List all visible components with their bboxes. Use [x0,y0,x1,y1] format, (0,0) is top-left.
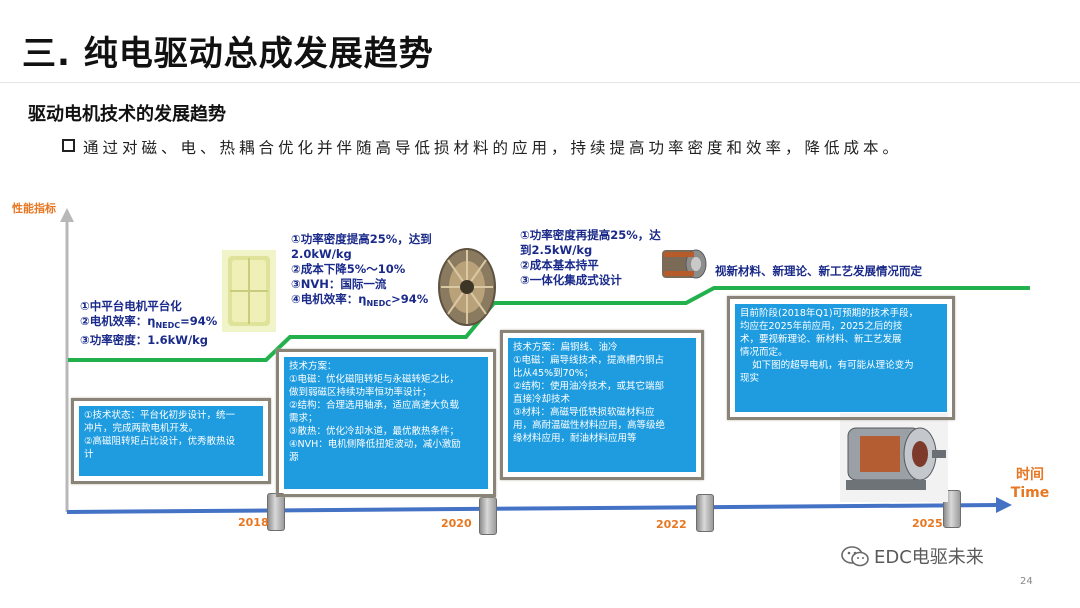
page-title: 三. 纯电驱动总成发展趋势 [22,34,434,74]
stage-2-line: 2.0kW/kg [291,247,352,261]
stage-1-line: ①中平台电机平台化 [80,299,182,313]
panel-line: 缘材料应用，耐油材料应用等 [513,433,637,444]
year-label-2025: 2025 [912,517,943,530]
timeline-node-2020 [479,497,497,535]
stage-4-panel: 目前阶段(2018年Q1)可预期的技术手段， 均应在2025年前应用，2025之… [727,296,955,420]
watermark: EDC电驱未来 [840,543,984,569]
x-axis-label-cn: 时间 [1016,467,1044,483]
stage-3-line: ②成本基本持平 [520,258,599,272]
stage-1-line: ③功率密度：1.6kW/kg [80,333,209,347]
stage-4-text: 视新材料、新理论、新工艺发展情况而定 [715,264,922,278]
stage-1-text: ①中平台电机平台化 ②电机效率：ηNEDC=94% ③功率密度：1.6kW/kg [80,299,217,348]
y-axis-label: 性能指标 [12,202,56,215]
panel-line: 用，高耐温磁性材料应用，高等级绝 [513,420,666,431]
panel-line: 技术方案： [289,361,337,372]
motor-assembly-image [662,249,707,279]
watermark-text: EDC电驱未来 [874,547,984,568]
stage-3-line: ①功率密度再提高25%，达 [520,228,661,242]
x-axis-label: 时间 Time [1000,466,1060,502]
stage-3-panel-body: 技术方案：扁铜线、油冷 ①电磁：扁导线技术，提高槽内铜占 比从45%到70%； … [507,337,697,473]
panel-line: 冲片，完成两款电机开发。 [84,423,199,434]
panel-line: ①电磁：优化磁阻转矩与永磁转矩之比， [289,374,460,385]
motor-rotor-image [438,248,496,326]
panel-line: 计 [84,449,94,460]
panel-line: 情况而定。 [740,347,788,358]
bullet-point: 通过对磁、电、热耦合优化并伴随高导低损材料的应用，持续提高功率密度和效率，降低成… [62,137,932,159]
stage-2-line: ③NVH：国际一流 [291,277,387,291]
stage-3-line: 到2.5kW/kg [520,243,593,257]
year-label-2020: 2020 [441,517,472,530]
wechat-icon [841,546,869,567]
panel-line: 做到弱磁区持续功率恒功率设计； [289,387,432,398]
stage-2-panel-body: 技术方案： ①电磁：优化磁阻转矩与永磁转矩之比， 做到弱磁区持续功率恒功率设计；… [283,356,489,490]
stage-2-line: ②成本下降5%～10% [291,262,406,276]
panel-line: ③材料：高磁导低铁损软磁材料应 [513,407,655,418]
panel-line: ①电磁：扁导线技术，提高槽内铜占 [513,355,665,366]
stage-3-text: ①功率密度再提高25%，达 到2.5kW/kg ②成本基本持平 ③一体化集成式设… [520,228,661,288]
stage-2-text: ①功率密度提高25%，达到 2.0kW/kg ②成本下降5%～10% ③NVH：… [291,232,432,311]
panel-line: 比从45%到70%； [513,368,594,379]
section-subtitle: 驱动电机技术的发展趋势 [28,104,226,125]
x-axis-label-en: Time [1010,485,1050,501]
panel-line: ②结构：合理选用轴承，适应高速大负载 [289,400,460,411]
stage-2-panel: 技术方案： ①电磁：优化磁阻转矩与永磁转矩之比， 做到弱磁区持续功率恒功率设计；… [276,349,496,497]
panel-line: 均应在2025年前应用，2025之后的技 [740,321,903,332]
timeline-node-2018 [267,493,285,531]
panel-line: 现实 [740,373,760,384]
panel-line: 如下图的超导电机，有可能从理论变为 [740,360,914,371]
panel-line: ②结构：使用油冷技术，或其它端部 [513,381,665,392]
stage-3-panel: 技术方案：扁铜线、油冷 ①电磁：扁导线技术，提高槽内铜占 比从45%到70%； … [500,330,704,480]
y-axis-arrow [60,208,74,222]
timeline-node-2022 [696,494,714,532]
panel-line: 源 [289,452,299,463]
motor-stator-image [222,250,276,332]
stage-3-line: ③一体化集成式设计 [520,273,622,287]
stage-2-line: ④电机效率：ηNEDC>94% [291,292,429,308]
bullet-text: 通过对磁、电、热耦合优化并伴随高导低损材料的应用，持续提高功率密度和效率，降低成… [83,139,903,157]
panel-line: ②高磁阻转矩占比设计，优秀散热设 [84,436,236,447]
panel-line: ③散热：优化冷却水道，最优散热条件； [289,426,460,437]
stage-1-panel-body: ①技术状态：平台化初步设计，统一 冲片，完成两款电机开发。 ②高磁阻转矩占比设计… [78,405,264,477]
x-axis-arrow [996,497,1012,513]
panel-line: ④NVH：电机侧降低扭矩波动，减小激励 [289,439,461,450]
stage-1-line: ②电机效率：ηNEDC=94% [80,314,218,330]
panel-line: 技术方案：扁铜线、油冷 [513,342,618,353]
panel-line: 目前阶段(2018年Q1)可预期的技术手段， [740,308,919,319]
superconducting-motor-image [840,410,948,502]
panel-line: 需求； [289,413,318,424]
page-number: 24 [1020,576,1033,587]
year-label-2018: 2018 [238,516,269,529]
x-axis-line [66,503,999,514]
square-bullet-icon [62,139,75,152]
year-label-2022: 2022 [656,518,687,531]
stage-4-panel-body: 目前阶段(2018年Q1)可预期的技术手段， 均应在2025年前应用，2025之… [734,303,948,413]
stage-2-line: ①功率密度提高25%，达到 [291,232,432,246]
stage-1-panel: ①技术状态：平台化初步设计，统一 冲片，完成两款电机开发。 ②高磁阻转矩占比设计… [71,398,271,484]
panel-line: 术，要视新理论、新材料、新工艺发展 [740,334,902,345]
title-divider [0,82,1080,83]
panel-line: 直接冷却技术 [513,394,571,405]
panel-line: ①技术状态：平台化初步设计，统一 [84,410,236,421]
